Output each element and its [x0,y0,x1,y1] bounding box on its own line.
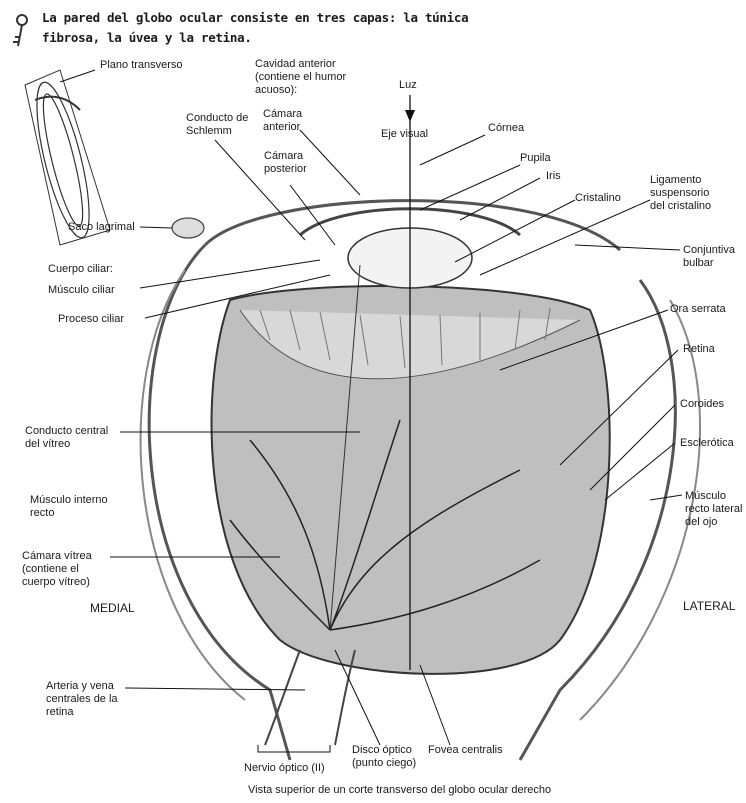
label-esclerotica: Esclerótica [680,437,734,450]
label-medial: MEDIAL [90,602,135,615]
label-camara-vitrea: Cámara vítrea (contiene el cuerpo vítreo… [22,550,92,589]
label-cavidad-anterior: Cavidad anterior (contiene el humor acuo… [255,58,346,97]
label-disco-optico: Disco óptico (punto ciego) [352,744,416,770]
label-coroides: Coroides [680,398,724,411]
label-retina: Retina [683,343,715,356]
label-arteria-vena-centrales: Arteria y vena centrales de la retina [46,680,118,719]
label-cuerpo-ciliar: Cuerpo ciliar: [48,263,113,276]
label-lateral: LATERAL [683,600,735,613]
label-luz: Luz [399,79,417,92]
label-eje-visual: Eje visual [381,128,428,141]
label-musculo-ciliar: Músculo ciliar [48,284,115,297]
label-conducto-central-vitreo: Conducto central del vítreo [25,425,108,451]
label-musculo-interno-recto: Músculo interno recto [30,494,108,520]
label-ora-serrata: Ora serrata [670,303,726,316]
label-plano-transverso: Plano transverso [100,59,183,72]
label-iris: Iris [546,170,561,183]
label-cornea: Córnea [488,122,524,135]
label-musculo-recto-lateral: Músculo recto lateral del ojo [685,490,742,529]
label-camara-posterior: Cámara posterior [264,150,307,176]
label-proceso-ciliar: Proceso ciliar [58,313,124,326]
lacrimal-sac-shape [172,218,204,238]
label-conducto-schlemm: Conducto de Schlemm [186,112,248,138]
label-cristalino: Cristalino [575,192,621,205]
label-saco-lagrimal: Saco lagrimal [68,221,135,234]
label-camara-anterior: Cámara anterior [263,108,302,134]
label-conjuntiva-bulbar: Conjuntiva bulbar [683,244,735,270]
orientation-inset [25,70,110,245]
label-ligamento-suspensorio: Ligamento suspensorio del cristalino [650,174,711,213]
light-arrowhead [405,110,415,122]
figure-caption: Vista superior de un corte transverso de… [248,784,551,797]
label-nervio-optico: Nervio óptico (II) [244,762,325,775]
label-pupila: Pupila [520,152,551,165]
label-fovea-centralis: Fovea centralis [428,744,503,757]
